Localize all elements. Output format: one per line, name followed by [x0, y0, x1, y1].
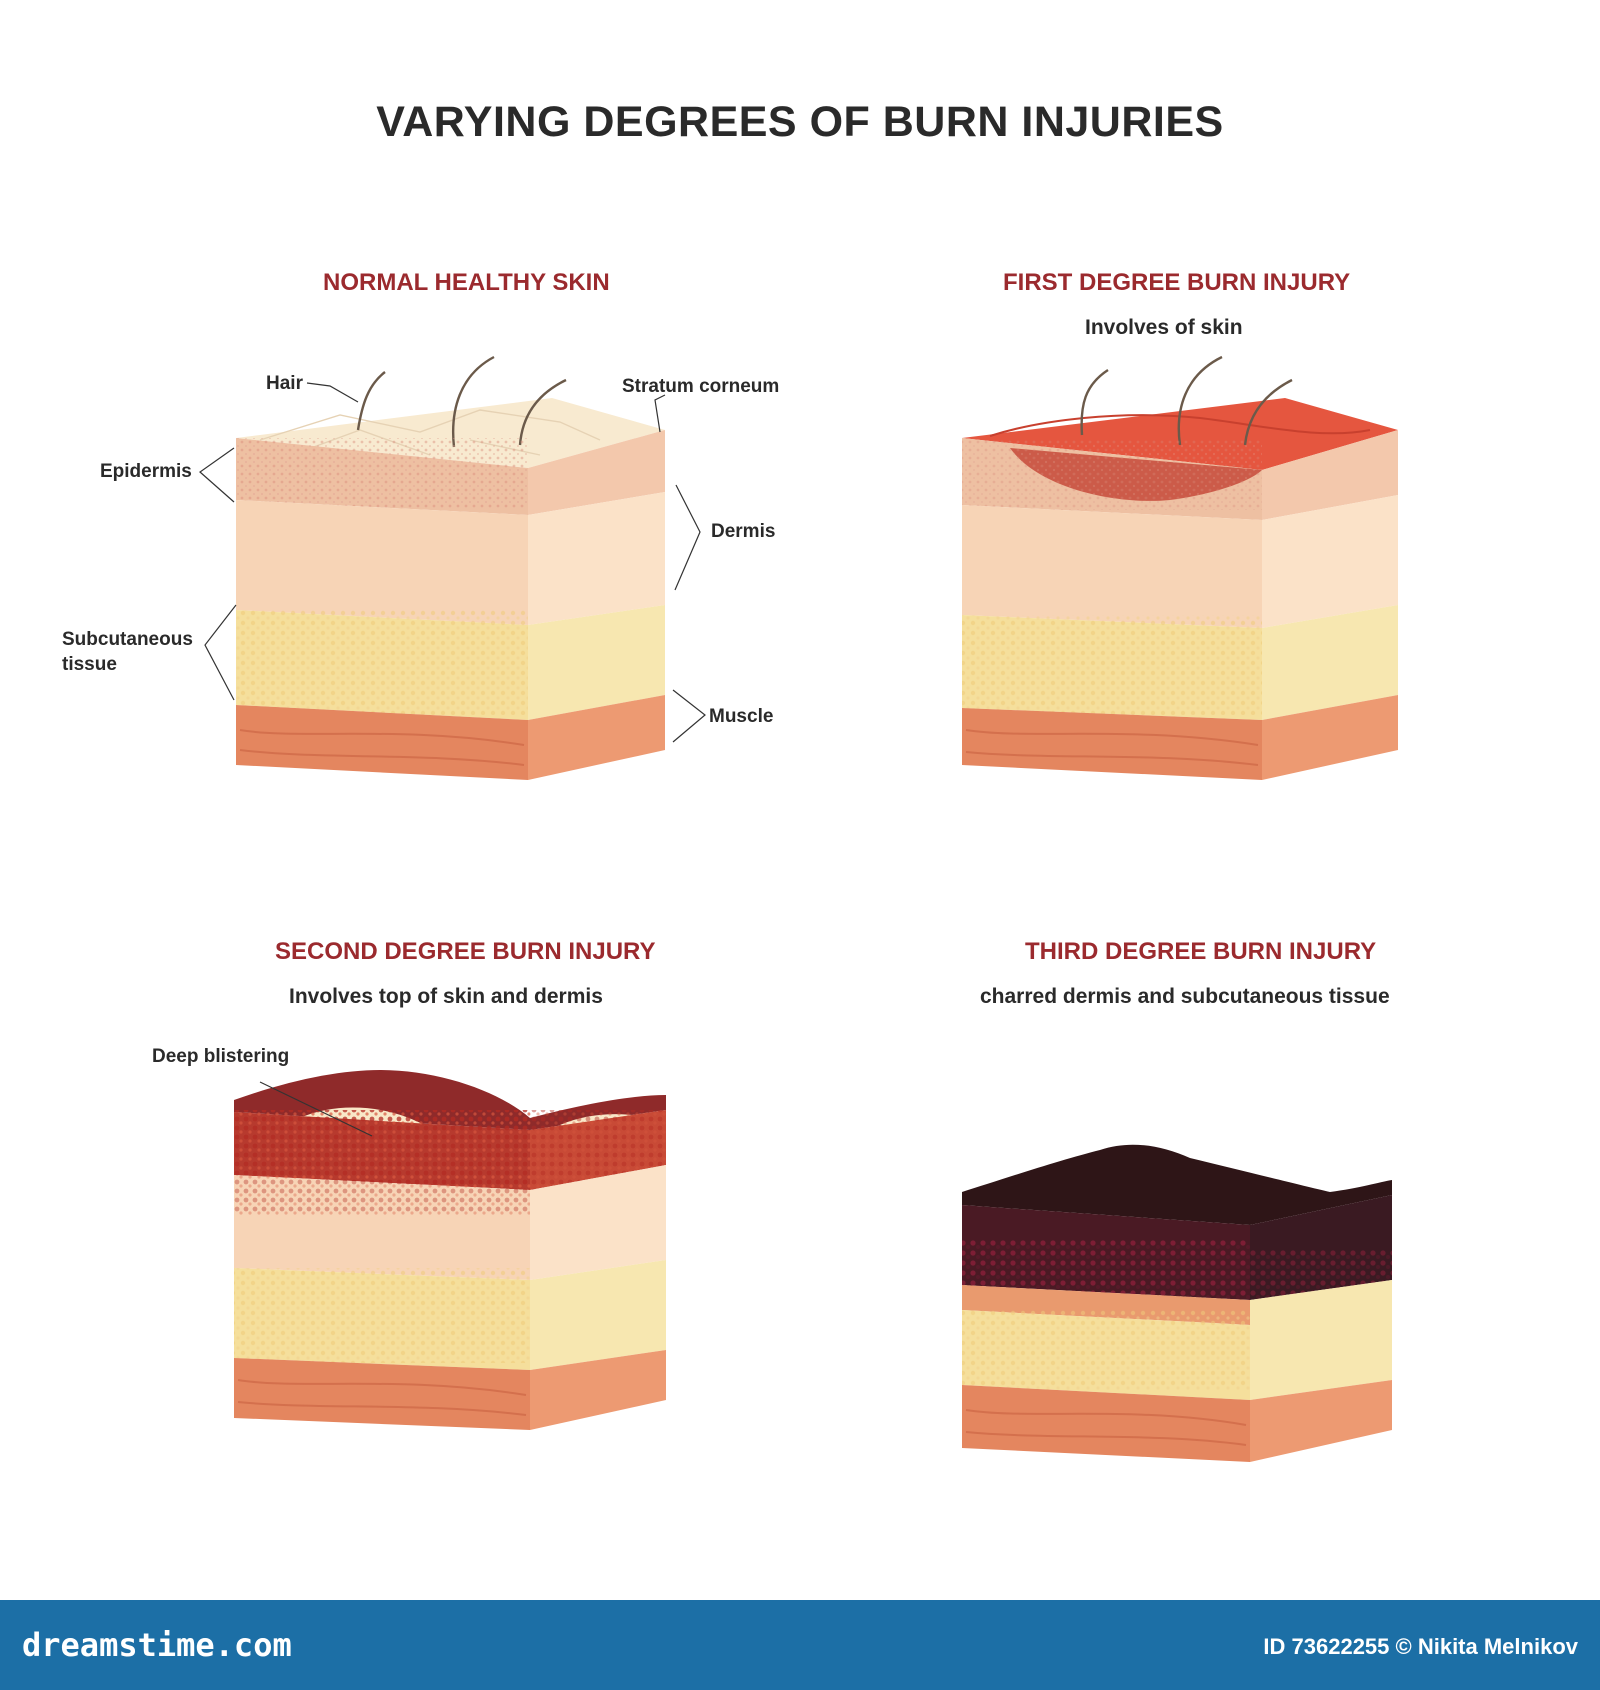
subcutaneous-side: [528, 605, 665, 720]
muscle-side: [1262, 695, 1398, 780]
dermis-front: [236, 500, 528, 625]
subcutaneous-side: [1250, 1280, 1392, 1400]
panel-subtitle-first-degree: Involves of skin: [1085, 316, 1243, 339]
callout-muscle: [672, 689, 706, 743]
label-deep-blistering: Deep blistering: [152, 1046, 290, 1067]
callout-stratum: [654, 394, 666, 433]
subcutaneous-side: [530, 1260, 666, 1370]
label-subcutaneous-line1: Subcutaneous: [62, 629, 193, 650]
panel-title-third-degree: THIRD DEGREE BURN INJURY: [1025, 938, 1377, 965]
epidermis-side: [528, 430, 665, 515]
panel-title-second-degree: SECOND DEGREE BURN INJURY: [275, 938, 656, 965]
skin-block-first-degree: [962, 355, 1398, 780]
footer-credit: ID 73622255 © Nikita Melnikov: [1263, 1634, 1578, 1659]
stratum-corneum-top-face: [236, 398, 665, 468]
panel-subtitle-third-degree: charred dermis and subcutaneous tissue: [980, 985, 1390, 1008]
label-dermis: Dermis: [711, 521, 776, 542]
epidermis-side: [1262, 430, 1398, 520]
panel-subtitle-second-degree: Involves top of skin and dermis: [289, 985, 603, 1008]
hair-strand: [1080, 368, 1109, 436]
skin-block-second-degree: [234, 1070, 666, 1430]
callout-hair: [306, 382, 359, 403]
dermis-front: [962, 505, 1262, 628]
muscle-side: [530, 1350, 666, 1430]
burn-diagram-illustration: [199, 355, 1398, 1462]
footer-brand[interactable]: dreamstime.com: [22, 1626, 292, 1664]
main-title: VARYING DEGREES OF BURN INJURIES: [376, 98, 1224, 146]
footer-bar: dreamstime.com ID 73622255 © Nikita Meln…: [0, 1600, 1600, 1690]
dermis-side: [1262, 495, 1398, 628]
hair-strand: [1177, 355, 1223, 446]
muscle-front: [234, 1358, 530, 1430]
hair-strand: [518, 378, 567, 446]
callout-blistering: [259, 1081, 373, 1137]
hair-strand: [356, 371, 386, 431]
label-epidermis: Epidermis: [100, 461, 192, 482]
panel-title-normal: NORMAL HEALTHY SKIN: [323, 269, 610, 296]
callout-epidermis: [199, 447, 235, 503]
muscle-front: [962, 1385, 1250, 1462]
dermis-side: [530, 1165, 666, 1280]
hair-strand: [1243, 378, 1293, 446]
panel-title-first-degree: FIRST DEGREE BURN INJURY: [1003, 269, 1351, 296]
muscle-side: [1250, 1380, 1392, 1462]
label-muscle: Muscle: [709, 706, 774, 727]
subcutaneous-side: [1262, 605, 1398, 720]
muscle-side: [528, 695, 665, 780]
label-subcutaneous-line2: tissue: [62, 654, 117, 675]
label-stratum-corneum: Stratum corneum: [622, 376, 780, 397]
muscle-front: [962, 708, 1262, 780]
skin-block-normal: [199, 355, 706, 780]
charred-top-face: [962, 1144, 1392, 1225]
label-hair: Hair: [266, 373, 303, 394]
skin-block-third-degree: [962, 1144, 1392, 1462]
callout-subcutaneous: [204, 604, 237, 701]
callout-dermis: [674, 484, 701, 591]
muscle-front: [236, 705, 528, 780]
hair-strand: [452, 355, 495, 448]
dermis-side: [528, 492, 665, 625]
